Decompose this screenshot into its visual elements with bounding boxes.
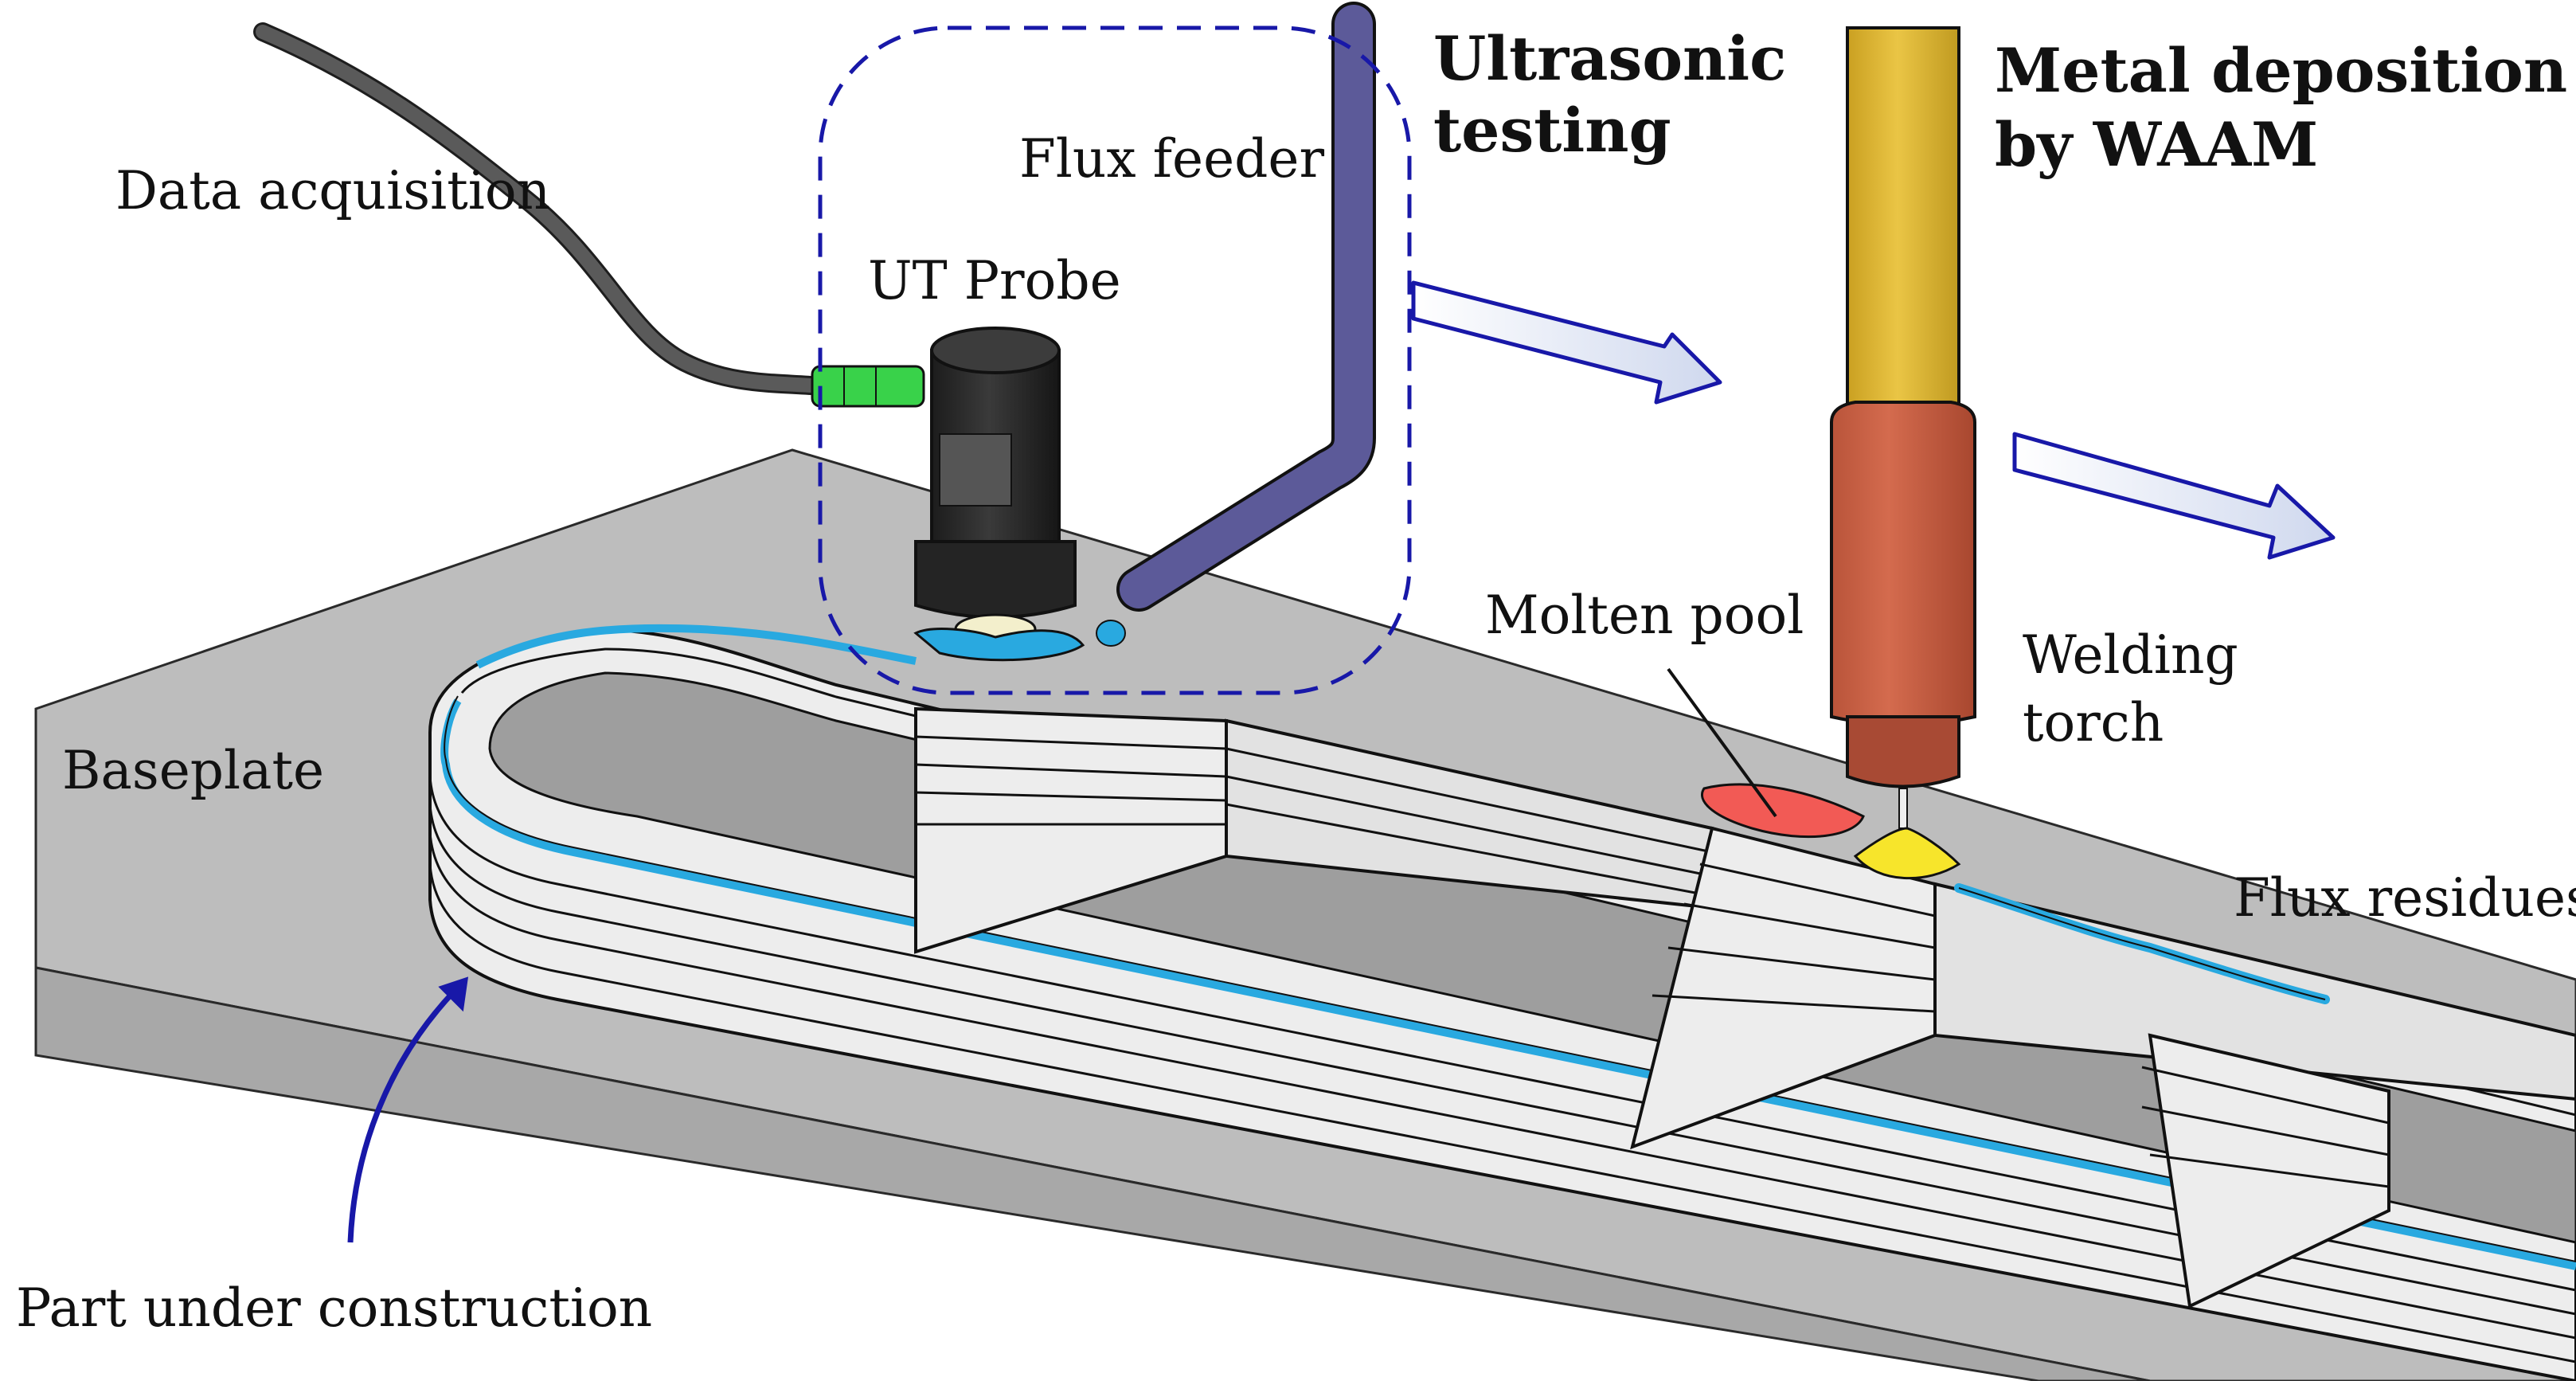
molten-pool (1701, 783, 1865, 839)
label-metal-deposition-line1: Metal deposition (1995, 35, 2567, 106)
flux-layer (440, 698, 2576, 1270)
label-metal-deposition-line2: by WAAM (1995, 109, 2318, 180)
label-data-acquisition: Data acquisition (115, 160, 550, 221)
weld-bead (1853, 827, 1961, 880)
label-ut-probe: UT Probe (868, 250, 1121, 311)
direction-arrow-1 (1411, 280, 1722, 405)
label-flux-residues: Flux residues (2234, 867, 2576, 929)
baseplate-edge (34, 966, 2151, 1381)
flux-drop (1096, 620, 1126, 647)
couplant (913, 628, 1085, 662)
part-under-construction (428, 624, 2576, 1381)
label-baseplate: Baseplate (62, 740, 324, 801)
torch-nozzle (1830, 401, 1976, 726)
label-ultrasonic-line1: Ultrasonic (1433, 23, 1786, 94)
torch-shaft (1846, 26, 1960, 420)
label-ultrasonic-line2: testing (1433, 95, 1671, 166)
flux-layer-top (475, 624, 917, 669)
ultrasonic-region (818, 25, 1412, 695)
ut-probe (811, 327, 1085, 662)
welding-torch (1701, 26, 1976, 880)
molten-pool-leader (1667, 667, 1777, 818)
probe-connector (811, 365, 925, 408)
torch-tip (1846, 715, 1960, 788)
label-part-under-construction: Part under construction (16, 1277, 652, 1339)
label-welding-line1: Welding (2023, 624, 2238, 686)
direction-arrow-2 (2012, 432, 2336, 560)
label-flux-feeder: Flux feeder (1019, 128, 1324, 190)
part-pointer-arrow (347, 989, 456, 1243)
label-welding-line2: torch (2023, 692, 2164, 753)
label-molten-pool: Molten pool (1485, 585, 1804, 646)
